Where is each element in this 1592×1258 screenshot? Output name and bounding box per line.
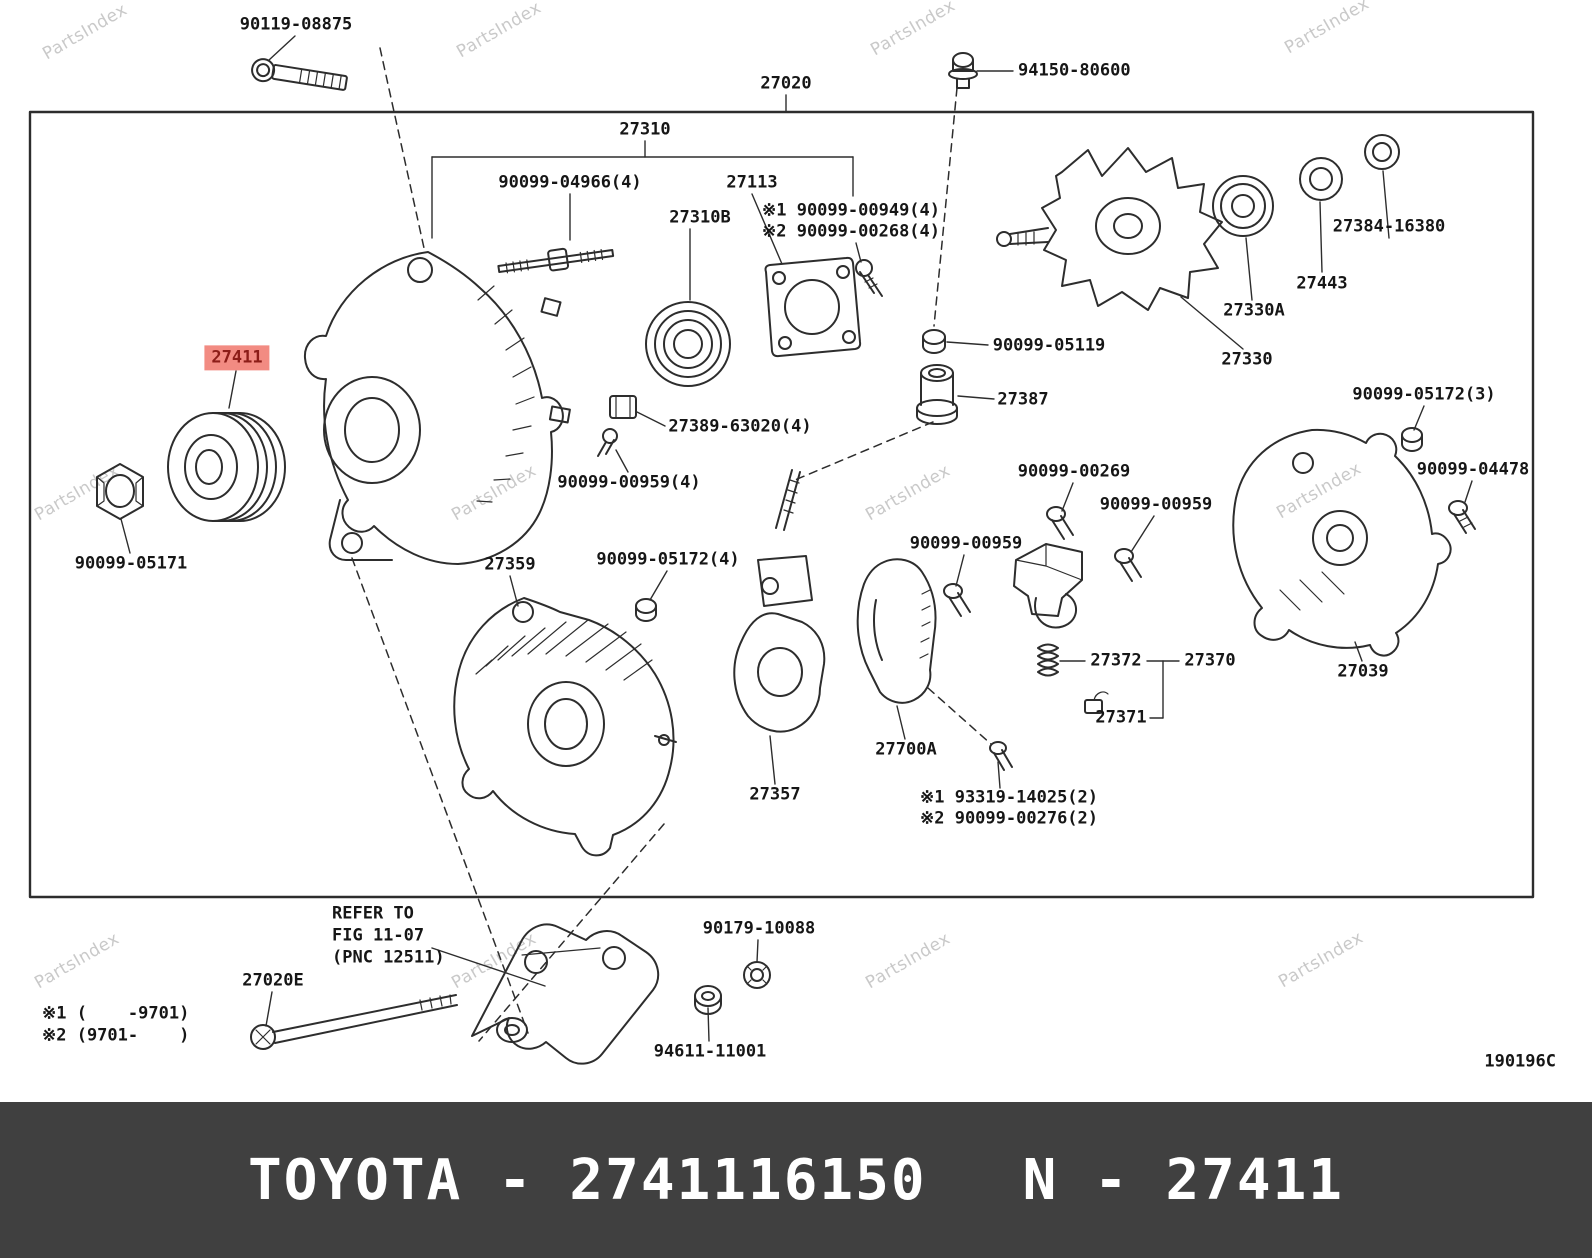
- part-label-27310[interactable]: 27310: [619, 119, 671, 140]
- part-label-27700a[interactable]: 27700A: [875, 739, 937, 760]
- holder-27389-drawing: [597, 395, 637, 457]
- rear-housing-27039-drawing: [1232, 428, 1452, 657]
- note-pnc-12511: (PNC 12511): [332, 947, 445, 968]
- part-label-27330a[interactable]: 27330A: [1223, 300, 1285, 321]
- rotor-27330-drawing: [996, 147, 1223, 311]
- part-label-90099-05172-3[interactable]: 90099-05172(3): [1352, 384, 1496, 405]
- brush-holder-27370-drawing: [1013, 543, 1083, 629]
- part-label-27359[interactable]: 27359: [484, 554, 536, 575]
- diagram-border: [28, 110, 1535, 899]
- plate-27113-drawing: [764, 256, 862, 358]
- nut-90179-drawing: [743, 961, 771, 989]
- part-label-27389-63020-4[interactable]: 27389-63020(4): [668, 416, 812, 437]
- part-label-27443[interactable]: 27443: [1296, 273, 1348, 294]
- part-label-27371[interactable]: 27371: [1095, 707, 1147, 728]
- part-label-1-93319-14025-2[interactable]: ※1 93319-14025(2): [920, 787, 1099, 808]
- part-label-27039[interactable]: 27039: [1337, 661, 1389, 682]
- nut-90099-05172-4-drawing: [635, 598, 657, 622]
- bolt-90099-00959-left-drawing: [943, 583, 971, 617]
- insulator-27387-drawing: [916, 364, 958, 425]
- note-190196c: 190196C: [1484, 1051, 1556, 1072]
- screw-93319-drawing: [989, 741, 1013, 771]
- regulator-27700A-drawing: [856, 558, 937, 704]
- part-label-90099-00959[interactable]: 90099-00959: [909, 533, 1023, 554]
- part-label-27387[interactable]: 27387: [997, 389, 1049, 410]
- collar-94611-drawing: [694, 985, 722, 1015]
- spring-27372-drawing: [1037, 643, 1059, 677]
- part-label-94150-80600[interactable]: 94150-80600: [1018, 60, 1131, 81]
- mount-bracket-drawing: [471, 923, 660, 1065]
- nut-90099-05119-drawing: [922, 329, 946, 354]
- bolt-27020E-drawing: [250, 994, 458, 1050]
- nut-90099-05171-drawing: [96, 463, 144, 520]
- bolt-90099-04478-drawing: [1448, 500, 1476, 534]
- part-label-27357[interactable]: 27357: [749, 784, 801, 805]
- bolt-90099-00959-right-drawing: [1114, 548, 1142, 582]
- part-label-1-90099-00949-4[interactable]: ※1 90099-00949(4): [762, 200, 941, 221]
- rectifier-27357-drawing: [733, 469, 826, 733]
- part-label-90099-05171[interactable]: 90099-05171: [74, 553, 188, 574]
- stud-90099-04966-drawing: [497, 247, 615, 274]
- leader-lines: [120, 35, 1473, 1042]
- part-label-90099-00959[interactable]: 90099-00959: [1099, 494, 1213, 515]
- washer-27443-drawing: [1299, 157, 1343, 201]
- part-label-2-90099-00276-2[interactable]: ※2 90099-00276(2): [920, 808, 1099, 829]
- part-label-27020[interactable]: 27020: [760, 73, 812, 94]
- part-label-27113[interactable]: 27113: [726, 172, 778, 193]
- bolt-94150-drawing: [948, 52, 978, 89]
- front-housing-drawing: [303, 251, 571, 565]
- bearing-27310B-drawing: [645, 301, 731, 387]
- part-label-90099-05119[interactable]: 90099-05119: [992, 335, 1106, 356]
- part-label-27330[interactable]: 27330: [1221, 349, 1273, 370]
- part-label-90099-04478[interactable]: 90099-04478: [1416, 459, 1530, 480]
- bolt-90099-00269-drawing: [1046, 506, 1074, 540]
- bearing-27330A-drawing: [1212, 175, 1274, 237]
- pulley-27411-drawing: [167, 412, 286, 522]
- ring-27384-drawing: [1364, 134, 1400, 170]
- part-label-27310b[interactable]: 27310B: [669, 207, 731, 228]
- part-label-27411[interactable]: 27411: [204, 345, 270, 371]
- part-label-27020e[interactable]: 27020E: [242, 970, 304, 991]
- nut-90099-05172-3-drawing: [1401, 427, 1423, 452]
- assembly-axis-lines: [351, 47, 992, 1042]
- part-label-90099-05172-4[interactable]: 90099-05172(4): [596, 549, 740, 570]
- part-label-2-90099-00268-4[interactable]: ※2 90099-00268(4): [762, 221, 941, 242]
- part-label-27370[interactable]: 27370: [1184, 650, 1236, 671]
- part-label-90099-00269[interactable]: 90099-00269: [1017, 461, 1131, 482]
- part-label-90119-08875[interactable]: 90119-08875: [239, 14, 353, 35]
- footer-text: TOYOTA - 2741116150 N - 27411: [248, 1148, 1344, 1213]
- bolt-90119-drawing: [251, 58, 348, 91]
- part-label-27372[interactable]: 27372: [1090, 650, 1142, 671]
- brush-27371-drawing: [1084, 691, 1109, 714]
- note-1-9701: ※1 ( -9701): [42, 1003, 190, 1024]
- part-label-90179-10088[interactable]: 90179-10088: [702, 918, 816, 939]
- part-label-27384-16380[interactable]: 27384-16380: [1332, 216, 1446, 237]
- part-label-94611-11001[interactable]: 94611-11001: [653, 1041, 767, 1062]
- note-2-9701: ※2 (9701- ): [42, 1025, 190, 1046]
- footer-pnc: N - 27411: [1022, 1147, 1345, 1213]
- note-fig-11-07: FIG 11-07: [332, 925, 425, 946]
- footer-bar: TOYOTA - 2741116150 N - 27411: [0, 1102, 1592, 1258]
- part-label-90099-04966-4[interactable]: 90099-04966(4): [498, 172, 642, 193]
- rear-cover-27359-drawing: [453, 597, 677, 857]
- part-label-90099-00959-4[interactable]: 90099-00959(4): [557, 472, 701, 493]
- screw-90099-00949-drawing: [855, 259, 883, 297]
- note-refer-to: REFER TO: [332, 903, 414, 924]
- footer-part-number: TOYOTA - 2741116150: [247, 1147, 927, 1213]
